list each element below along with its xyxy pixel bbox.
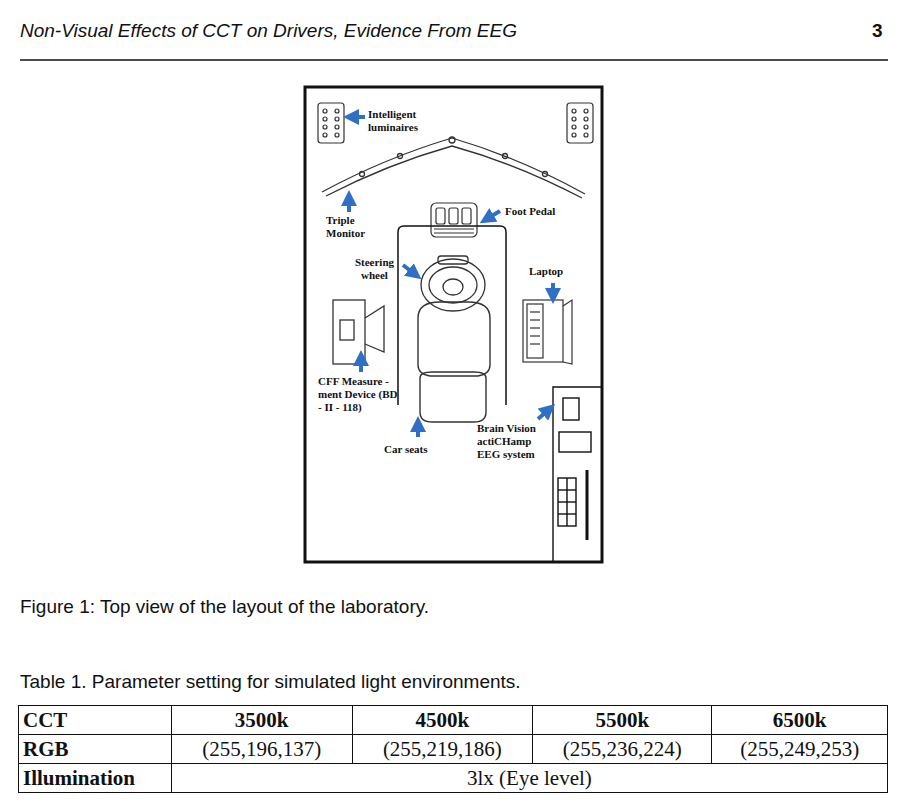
running-header: Non-Visual Effects of CCT on Drivers, Ev… (20, 20, 517, 42)
part-label: CFF Measure -ment Device (BD - II - 118) (318, 375, 402, 414)
table-caption: Table 1. Parameter setting for simulated… (20, 671, 521, 693)
figure-frame (305, 87, 602, 562)
triple-monitor-symbol (322, 137, 585, 198)
foot-pedal-symbol (431, 203, 477, 237)
table-cell: 6500k (712, 706, 888, 735)
laptop-symbol (523, 300, 572, 364)
table-cell: 4500k (352, 706, 533, 735)
table-cell: 5500k (533, 706, 712, 735)
part-label: Brain Vision actiCHamp EEG system (477, 422, 551, 461)
part-label: Steering wheel (347, 256, 402, 282)
table-cell: 3500k (171, 706, 352, 735)
row-header-cell: Illumination (19, 764, 172, 793)
part-label: Foot Pedal (505, 205, 575, 218)
car-seat-symbol (418, 302, 490, 422)
table-row: Illumination3lx (Eye level) (19, 764, 888, 793)
part-label: Intelligent luminaires (368, 108, 440, 134)
table-body: CCT3500k4500k5500k6500kRGB(255,196,137)(… (19, 706, 888, 793)
cockpit-rail (398, 226, 506, 405)
figure-caption: Figure 1: Top view of the layout of the … (20, 596, 429, 618)
header-rule (20, 59, 888, 61)
parameter-table: CCT3500k4500k5500k6500kRGB(255,196,137)(… (18, 705, 888, 793)
part-label: Triple Monitor (326, 214, 382, 240)
cff-device-symbol (333, 300, 384, 364)
page-number: 3 (872, 20, 883, 42)
table-cell: (255,249,253) (712, 735, 888, 764)
table-row: CCT3500k4500k5500k6500k (19, 706, 888, 735)
table-row: RGB(255,196,137)(255,219,186)(255,236,22… (19, 735, 888, 764)
table-cell: (255,196,137) (171, 735, 352, 764)
table-cell: (255,236,224) (533, 735, 712, 764)
part-label: Laptop (529, 265, 579, 278)
eeg-cabinet-symbol (553, 387, 602, 562)
part-label: Car seats (384, 443, 454, 456)
row-header-cell: CCT (19, 706, 172, 735)
table-cell: (255,219,186) (352, 735, 533, 764)
table-cell: 3lx (Eye level) (171, 764, 887, 793)
row-header-cell: RGB (19, 735, 172, 764)
luminaire-symbol (318, 103, 593, 143)
